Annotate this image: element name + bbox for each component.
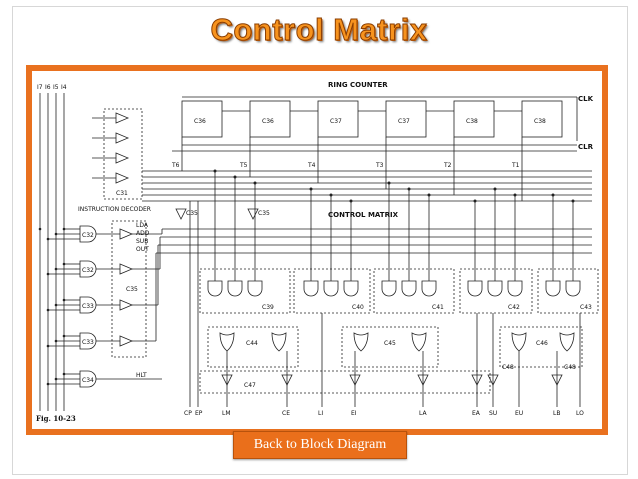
instruction-line-label: OUT <box>136 246 149 253</box>
or-chip-label: C46 <box>536 340 548 347</box>
inverter-chip-label: C47 <box>244 382 256 389</box>
input-label: I7 <box>37 84 43 91</box>
output-label: LO <box>576 410 584 417</box>
flipflop-label: C38 <box>534 118 546 125</box>
gate-chip-label: C40 <box>352 304 364 311</box>
or-chip-label: C44 <box>246 340 258 347</box>
clr-label: CLR <box>578 143 594 151</box>
decoder-chip-label: C34 <box>82 377 94 384</box>
small-inverter-label: C35 <box>186 210 198 217</box>
clk-label: CLK <box>578 95 594 103</box>
small-inverter-label: C35 <box>258 210 270 217</box>
gate-chip-label: C39 <box>262 304 274 311</box>
timing-label: T4 <box>307 162 316 169</box>
instruction-line-label: SUB <box>136 238 148 245</box>
decoder-chip-label: C35 <box>126 286 138 293</box>
instruction-line-label: LDA <box>136 222 149 229</box>
timing-label: T6 <box>171 162 180 169</box>
timing-label: T1 <box>511 162 520 169</box>
flipflop-label: C37 <box>398 118 410 125</box>
output-label: LB <box>553 410 560 417</box>
flipflop-label: C36 <box>262 118 274 125</box>
output-label: EA <box>472 410 481 417</box>
output-label: EI <box>351 410 357 417</box>
figure-caption: Fig. 10-23 <box>36 414 76 423</box>
or-chip-label: C45 <box>384 340 396 347</box>
output-label: LM <box>222 410 231 417</box>
output-label: EP <box>195 410 203 417</box>
control-matrix-label: CONTROL MATRIX <box>328 211 399 219</box>
output-label: EU <box>515 410 523 417</box>
input-label: I6 <box>45 84 51 91</box>
output-label: CP <box>184 410 192 417</box>
decoder-chip-label: C33 <box>82 339 94 346</box>
timing-label: T5 <box>239 162 248 169</box>
decoder-chip-label: C32 <box>82 232 94 239</box>
decoder-chip-label: C31 <box>116 190 128 197</box>
flipflop-label: C36 <box>194 118 206 125</box>
control-matrix-schematic: RING COUNTER CONTROL MATRIX INSTRUCTION … <box>32 71 602 429</box>
timing-label: T3 <box>375 162 384 169</box>
decoder-chip-label: C32 <box>82 267 94 274</box>
timing-label: T2 <box>443 162 452 169</box>
ring-counter-label: RING COUNTER <box>328 81 388 89</box>
input-label: I4 <box>61 84 67 91</box>
output-label: SU <box>489 410 497 417</box>
flipflop-label: C38 <box>466 118 478 125</box>
gate-chip-label: C41 <box>432 304 444 311</box>
input-label: I5 <box>53 84 59 91</box>
inverter-chip-label: C48 <box>502 364 514 371</box>
flipflop-label: C37 <box>330 118 342 125</box>
instruction-line-label: HLT <box>136 372 147 379</box>
back-to-block-diagram-button[interactable]: Back to Block Diagram <box>233 431 407 459</box>
decoder-chip-label: C33 <box>82 303 94 310</box>
slide-title: Control Matrix <box>210 12 428 48</box>
output-label: LA <box>419 410 427 417</box>
instruction-decoder-label: INSTRUCTION DECODER <box>78 206 151 213</box>
instruction-line-label: ADD <box>136 230 150 237</box>
gate-chip-label: C42 <box>508 304 520 311</box>
gate-chip-label: C43 <box>580 304 592 311</box>
output-label: CE <box>282 410 290 417</box>
inverter-chip-label: C48 <box>564 364 576 371</box>
output-label: LI <box>318 410 323 417</box>
